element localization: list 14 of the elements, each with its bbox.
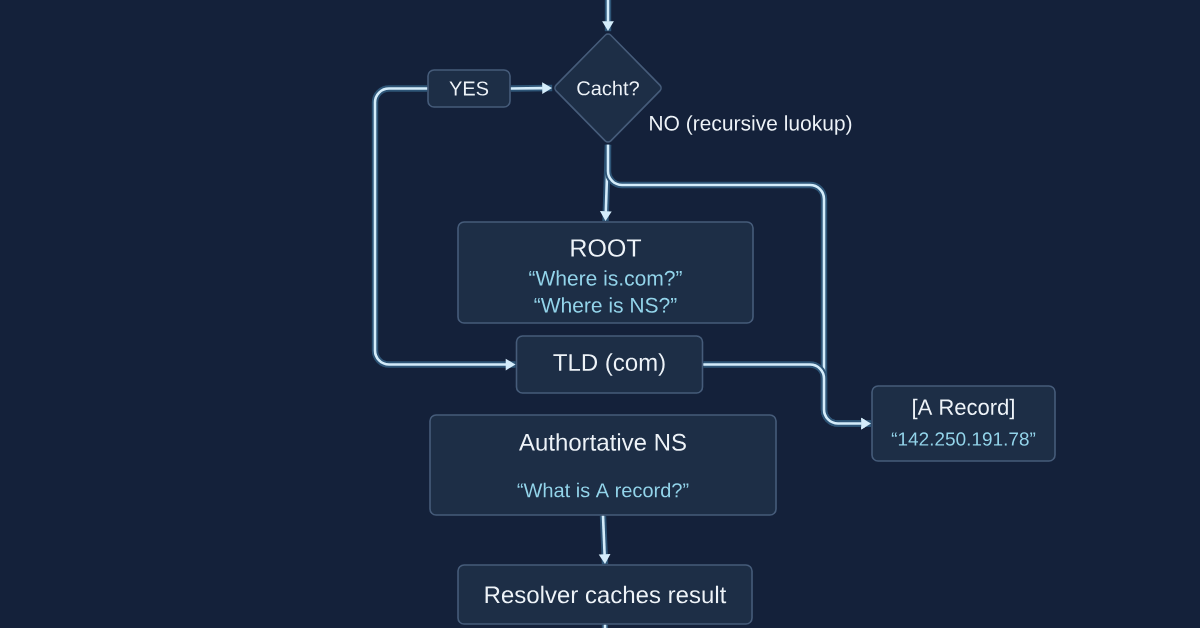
- process-box: [429, 414, 777, 516]
- query-text: “Where is NS?”: [534, 297, 677, 313]
- query-text: “What is A record?”: [517, 482, 689, 498]
- process-box: [457, 221, 754, 324]
- process-box: TLD (com): [515, 335, 704, 394]
- query-text: “Where is.com?”: [529, 270, 682, 286]
- process-box: Resolver caches result: [457, 564, 753, 625]
- branch-label-box: YES: [427, 69, 511, 108]
- box-heading: ROOT: [571, 239, 642, 257]
- address-text: “142.250.191.78”: [891, 432, 1036, 446]
- result-box: [871, 385, 1056, 462]
- box-heading: [A Record]: [913, 398, 1014, 420]
- arrow: [601, 624, 609, 628]
- box-heading: Authortative NS: [519, 433, 686, 451]
